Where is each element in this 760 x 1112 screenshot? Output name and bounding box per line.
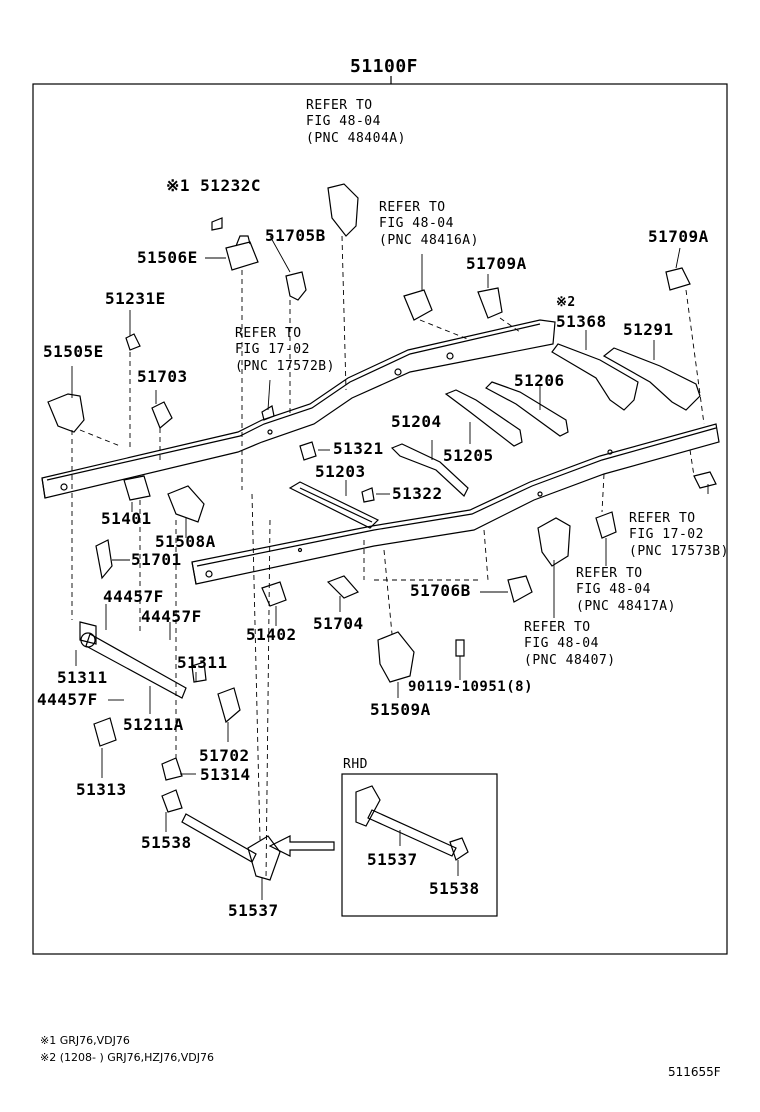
- bracket-48407: [537, 517, 571, 567]
- diagram-title: 51100F: [350, 56, 419, 77]
- bracket-51506E: [225, 235, 259, 271]
- dashed-guide-lines: [71, 235, 705, 881]
- bracket-51704: [326, 575, 359, 599]
- part-label-51205: 51205: [443, 446, 494, 465]
- bracket-17572B: [261, 405, 275, 421]
- part-label-51203: 51203: [315, 462, 366, 481]
- footnote-1: ※1 GRJ76,VDJ76: [40, 1034, 130, 1047]
- bracket-48416A: [403, 289, 433, 321]
- part-label-51706B: 51706B: [410, 581, 471, 600]
- part-label-51537: 51537: [228, 901, 279, 920]
- bracket-17573B: [693, 471, 717, 489]
- bracket-51311-left: [79, 621, 97, 645]
- bracket-51402: [261, 581, 287, 607]
- bracket-51401: [123, 475, 151, 501]
- part-label-51702: 51702: [199, 746, 250, 765]
- left-frame-rail: [41, 319, 556, 499]
- part-label-51368-note: ※2: [556, 295, 576, 310]
- diagram-frame: [32, 83, 728, 955]
- part-label-51291: 51291: [623, 320, 674, 339]
- part-label-44457F: 44457F: [103, 587, 164, 606]
- bracket-48404A: [327, 183, 359, 237]
- crossmember-51205: [444, 389, 523, 447]
- part-label-51402: 51402: [246, 625, 297, 644]
- part-label-51704: 51704: [313, 614, 364, 633]
- shaft-51537: [181, 813, 257, 863]
- bracket-48417A: [595, 511, 617, 539]
- bracket-51703: [151, 401, 173, 429]
- bracket-51706B: [507, 575, 533, 603]
- part-label-51314: 51314: [200, 765, 251, 784]
- bracket-51313: [93, 717, 117, 747]
- bracket-51314: [161, 757, 183, 781]
- part-label-51538-rhd: 51538: [429, 879, 480, 898]
- bracket-51311-right: [191, 661, 207, 683]
- part-label-51313: 51313: [76, 780, 127, 799]
- crossmember-51204: [390, 443, 469, 497]
- bracket-51701: [95, 539, 113, 580]
- bracket-51538: [161, 789, 183, 813]
- bracket-51232C: [211, 217, 223, 231]
- part-label-44457F: 44457F: [141, 607, 202, 626]
- part-label-51509A: 51509A: [370, 700, 431, 719]
- footnote-2: ※2 (1208- ) GRJ76,HZJ76,VDJ76: [40, 1051, 214, 1064]
- bracket-51505E: [47, 393, 85, 433]
- bracket-51231E: [125, 333, 141, 351]
- shaft-51211A: [85, 633, 187, 699]
- bracket-51702: [217, 687, 241, 724]
- bracket-51321: [299, 441, 317, 461]
- rhd-shaft: [367, 809, 457, 857]
- part-label-51322: 51322: [392, 484, 443, 503]
- bracket-51709A-right: [665, 267, 691, 291]
- part-label-51232C: ※1 51232C: [166, 176, 261, 195]
- part-label-51401: 51401: [101, 509, 152, 528]
- leader-lines: [71, 235, 709, 900]
- part-label-51703: 51703: [137, 367, 188, 386]
- crossmember-51203: [288, 481, 380, 529]
- part-label-51506E: 51506E: [137, 248, 198, 267]
- part-label-51538: 51538: [141, 833, 192, 852]
- part-label-90119-10951: 90119-10951(8): [408, 679, 534, 695]
- mount-51509A: [377, 631, 415, 683]
- part-label-51231E: 51231E: [105, 289, 166, 308]
- bracket-51709A-left: [477, 287, 503, 319]
- part-label-51537-rhd: 51537: [367, 850, 418, 869]
- crossmember-51206: [485, 381, 569, 437]
- part-label-51206: 51206: [514, 371, 565, 390]
- part-label-51508A: 51508A: [155, 532, 216, 551]
- rhd-inset-frame: [341, 773, 498, 917]
- part-label-51705B: 51705B: [265, 226, 326, 245]
- bracket-51322: [361, 487, 375, 503]
- arrow-icon: [268, 835, 335, 857]
- part-label-51709A: 51709A: [466, 254, 527, 273]
- rhd-label: RHD: [343, 757, 368, 772]
- part-label-51505E: 51505E: [43, 342, 104, 361]
- part-label-51311: 51311: [57, 668, 108, 687]
- part-label-51204: 51204: [391, 412, 442, 431]
- part-label-51211A: 51211A: [123, 715, 184, 734]
- part-label-51311: 51311: [177, 653, 228, 672]
- member-51291: [602, 347, 701, 411]
- right-frame-rail: [191, 423, 720, 585]
- image-code: 511655F: [668, 1065, 721, 1079]
- bracket-51508A: [167, 485, 205, 523]
- part-label-44457F: 44457F: [37, 690, 98, 709]
- member-51368: [551, 343, 639, 411]
- part-label-51701: 51701: [131, 550, 182, 569]
- bolt-90119: [455, 639, 465, 657]
- part-label-51709A: 51709A: [648, 227, 709, 246]
- bracket-51705B: [285, 271, 307, 301]
- part-label-51368: 51368: [556, 312, 607, 331]
- part-label-51321: 51321: [333, 439, 384, 458]
